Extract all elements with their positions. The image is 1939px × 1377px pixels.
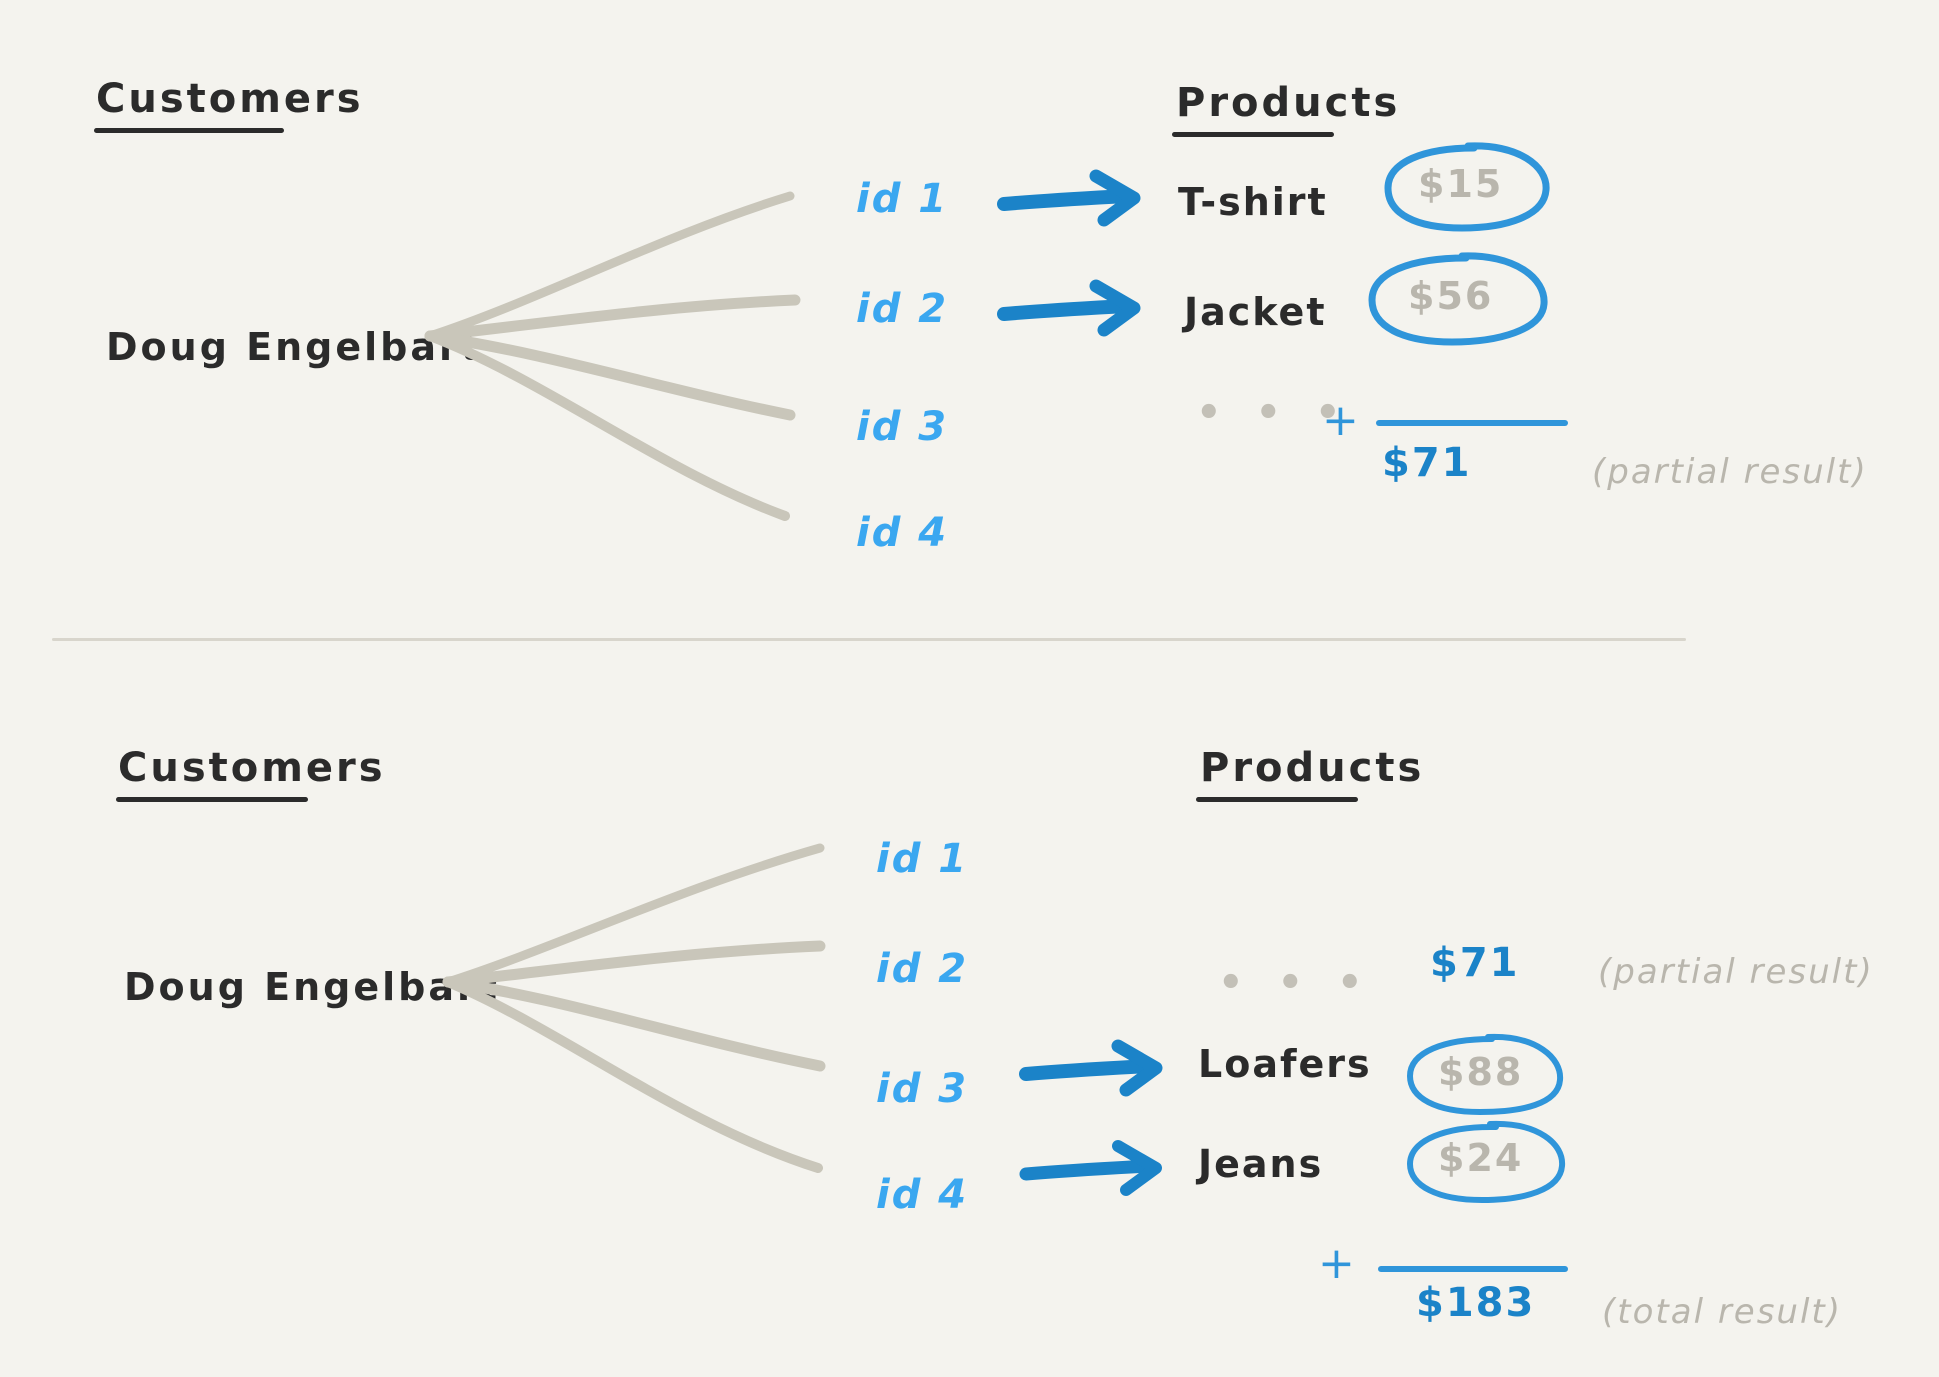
carried-partial-value: $71 [1430,940,1520,986]
ellipsis-top: • • • [1196,390,1351,436]
product-label-top-1: T-shirt [1178,180,1328,224]
id-label-top-1: id 1 [856,176,949,222]
id-label-bottom-1: id 1 [876,836,969,882]
note-partial-bottom: (partial result) [1598,952,1874,992]
plus-sign-bottom: + [1318,1238,1357,1289]
price-circle-top-1: $15 [1382,140,1552,232]
id-label-bottom-2: id 2 [876,946,969,992]
price-value-bottom-3: $88 [1438,1050,1524,1094]
customer-name-bottom: Doug Engelbart [124,965,500,1009]
price-circle-bottom-3: $88 [1404,1032,1568,1116]
arrow-top-1 [997,169,1141,227]
customers-heading-underline-top [94,128,284,133]
note-partial-top: (partial result) [1592,452,1868,492]
id-label-top-4: id 4 [856,510,949,556]
total-value: $183 [1416,1280,1536,1326]
section-divider [52,638,1686,641]
note-total: (total result) [1602,1292,1843,1332]
ellipse-icon [1406,1120,1566,1204]
customers-heading-top: Customers [96,76,364,122]
ellipse-icon [1368,252,1548,346]
sum-rule-top [1376,420,1568,426]
fanout-lines-top [424,191,801,521]
id-label-top-3: id 3 [856,404,949,450]
product-label-top-2: Jacket [1184,290,1327,334]
sum-rule-bottom [1378,1266,1568,1272]
product-label-bottom-3: Loafers [1198,1042,1372,1086]
price-value-top-2: $56 [1408,274,1494,318]
fanout-lines-bottom [442,843,826,1173]
id-label-bottom-3: id 3 [876,1066,969,1112]
customer-name-top: Doug Engelbart [106,325,482,369]
ellipse-icon [1384,142,1550,232]
id-label-bottom-4: id 4 [876,1172,969,1218]
customers-heading-underline-bottom [116,797,308,802]
top-section: Customers Products Doug Engelbart id 1 i… [0,0,1939,638]
arrow-top-2 [997,279,1141,337]
price-value-bottom-4: $24 [1438,1136,1524,1180]
products-heading-top: Products [1176,80,1401,126]
customers-heading-bottom: Customers [118,745,386,791]
price-circle-top-2: $56 [1366,250,1552,346]
product-label-bottom-4: Jeans [1198,1142,1324,1186]
bottom-section: Customers Products Doug Engelbart id 1 i… [0,640,1939,1377]
sum-value-top: $71 [1382,440,1472,486]
products-heading-underline-top [1172,132,1334,137]
ellipse-icon [1406,1033,1564,1116]
arrow-bottom-3 [1019,1039,1163,1097]
plus-sign-top: + [1322,395,1361,446]
price-value-top-1: $15 [1418,162,1504,206]
id-label-top-2: id 2 [856,286,949,332]
price-circle-bottom-4: $24 [1404,1118,1570,1204]
products-heading-bottom: Products [1200,745,1425,791]
ellipsis-bottom: • • • [1218,960,1373,1006]
products-heading-underline-bottom [1196,797,1358,802]
arrow-bottom-4 [1019,1140,1162,1196]
